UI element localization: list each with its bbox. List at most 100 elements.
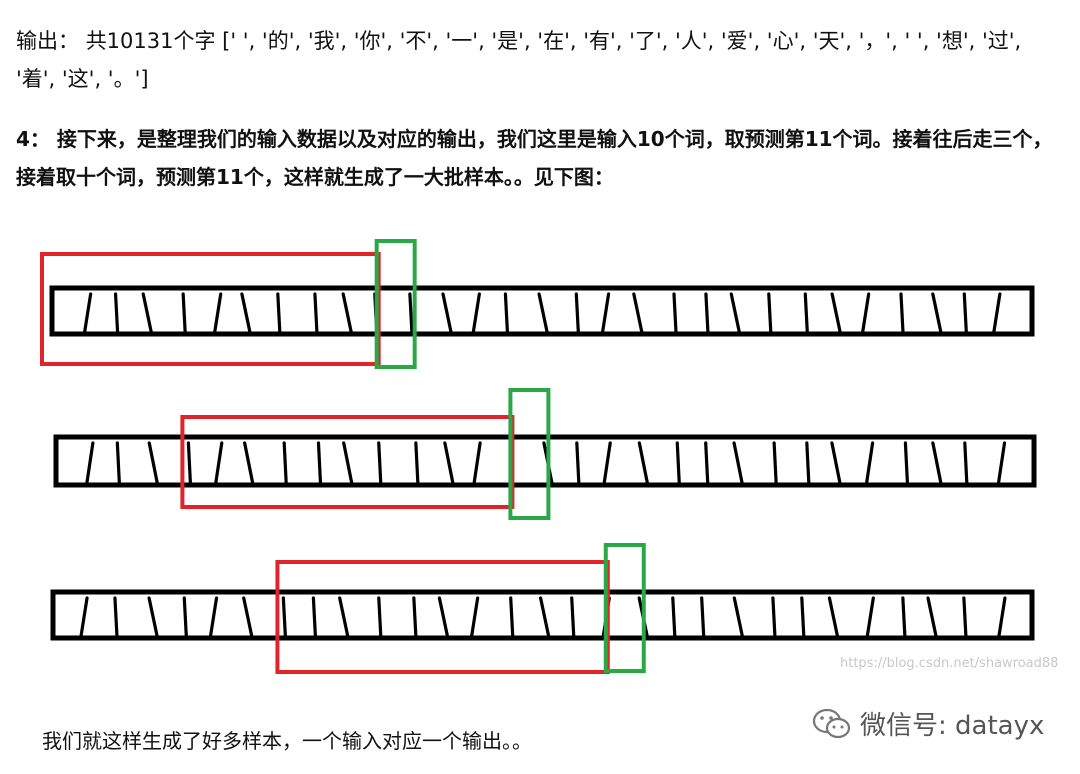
token-divider	[182, 596, 188, 638]
token-strip	[53, 434, 1037, 488]
token-divider	[931, 441, 943, 485]
wechat-icon	[812, 708, 851, 738]
token-divider	[926, 596, 938, 638]
token-divider	[214, 441, 224, 485]
token-divider	[729, 292, 741, 334]
output-label: 输出：	[16, 29, 79, 53]
token-divider	[865, 596, 875, 638]
token-divider	[575, 441, 581, 485]
token-divider	[675, 441, 681, 485]
output-text: 共10131个字 [' ', '的', '我', '你', '不', '一', …	[16, 29, 1022, 91]
token-divider	[830, 292, 842, 334]
token-divider	[412, 596, 418, 638]
input-window	[40, 252, 381, 366]
token-divider	[208, 596, 219, 638]
token-divider	[899, 292, 905, 334]
token-divider	[903, 441, 910, 485]
token-divider	[962, 596, 968, 638]
token-divider	[186, 441, 192, 485]
token-divider	[377, 441, 383, 485]
token-divider	[962, 292, 968, 334]
token-divider	[732, 441, 744, 485]
wechat-label: 微信号: datayx	[860, 711, 1045, 741]
token-divider	[311, 596, 317, 638]
token-divider	[282, 441, 288, 485]
token-divider	[574, 292, 580, 334]
token-divider	[732, 596, 744, 638]
token-divider	[85, 441, 95, 485]
token-divider	[503, 292, 510, 334]
token-divider	[408, 292, 414, 334]
token-divider	[992, 292, 1002, 334]
token-divider	[637, 441, 649, 485]
token-divider	[342, 441, 354, 485]
token-divider	[79, 596, 89, 638]
token-divider	[181, 292, 187, 334]
token-divider	[338, 596, 350, 638]
token-divider	[570, 596, 576, 638]
token-divider	[471, 292, 481, 334]
token-divider	[313, 292, 319, 334]
token-divider	[281, 596, 287, 638]
token-divider	[600, 292, 611, 334]
token-divider	[671, 596, 677, 638]
token-divider	[213, 292, 223, 334]
token-divider	[767, 292, 773, 334]
token-divider	[414, 441, 420, 485]
token-divider	[803, 292, 809, 334]
token-divider	[243, 441, 255, 485]
token-divider	[704, 292, 710, 334]
bottom-caption: 我们就这样生成了好多样本，一个输入对应一个输出。。	[42, 729, 532, 753]
token-divider	[772, 441, 778, 485]
token-divider	[141, 292, 153, 334]
token-divider	[509, 596, 515, 638]
token-divider	[632, 292, 644, 334]
step-text: 接下来，是整理我们的输入数据以及对应的输出，我们这里是输入10个词，取预测第11…	[16, 127, 1053, 189]
token-divider	[437, 596, 450, 638]
token-divider	[472, 441, 482, 485]
token-divider	[537, 292, 549, 334]
token-divider	[805, 441, 811, 485]
token-divider	[377, 596, 383, 638]
token-divider	[470, 596, 480, 638]
token-divider	[83, 292, 93, 334]
token-strip	[49, 285, 1035, 337]
token-divider	[672, 292, 678, 334]
token-divider	[963, 441, 969, 485]
output-window	[374, 239, 417, 369]
output-line: 输出： 共10131个字 [' ', '的', '我', '你', '不', '…	[16, 22, 1066, 98]
token-divider	[242, 596, 254, 638]
token-divider	[240, 292, 252, 334]
token-divider	[115, 441, 121, 485]
token-divider	[316, 441, 323, 485]
token-divider	[704, 441, 710, 485]
token-divider	[800, 596, 806, 638]
token-divider	[996, 441, 1007, 485]
wechat-watermark: 微信号: datayx	[812, 705, 1044, 742]
token-divider	[147, 441, 159, 485]
token-divider	[113, 292, 120, 334]
sliding-window-diagram	[40, 239, 1037, 674]
output-window	[508, 388, 551, 520]
token-divider	[861, 292, 871, 334]
token-divider	[931, 292, 943, 334]
token-divider	[276, 292, 282, 334]
token-divider	[341, 292, 353, 334]
csdn-watermark-url: https://blog.csdn.net/shawroad88	[840, 656, 1059, 671]
token-divider	[997, 596, 1007, 638]
token-divider	[147, 596, 159, 638]
token-strip	[50, 589, 1035, 641]
token-divider	[113, 596, 119, 638]
token-divider	[602, 441, 612, 485]
step-number: 4：	[16, 127, 50, 151]
token-divider	[538, 596, 551, 638]
token-divider	[865, 441, 875, 485]
token-divider	[700, 596, 706, 638]
token-divider	[830, 441, 842, 485]
token-divider	[443, 441, 455, 485]
output-window	[603, 543, 646, 673]
token-divider	[827, 596, 840, 638]
token-divider	[441, 292, 453, 334]
token-divider	[901, 596, 907, 638]
step-4-paragraph: 4： 接下来，是整理我们的输入数据以及对应的输出，我们这里是输入10个词，取预测…	[16, 120, 1066, 196]
